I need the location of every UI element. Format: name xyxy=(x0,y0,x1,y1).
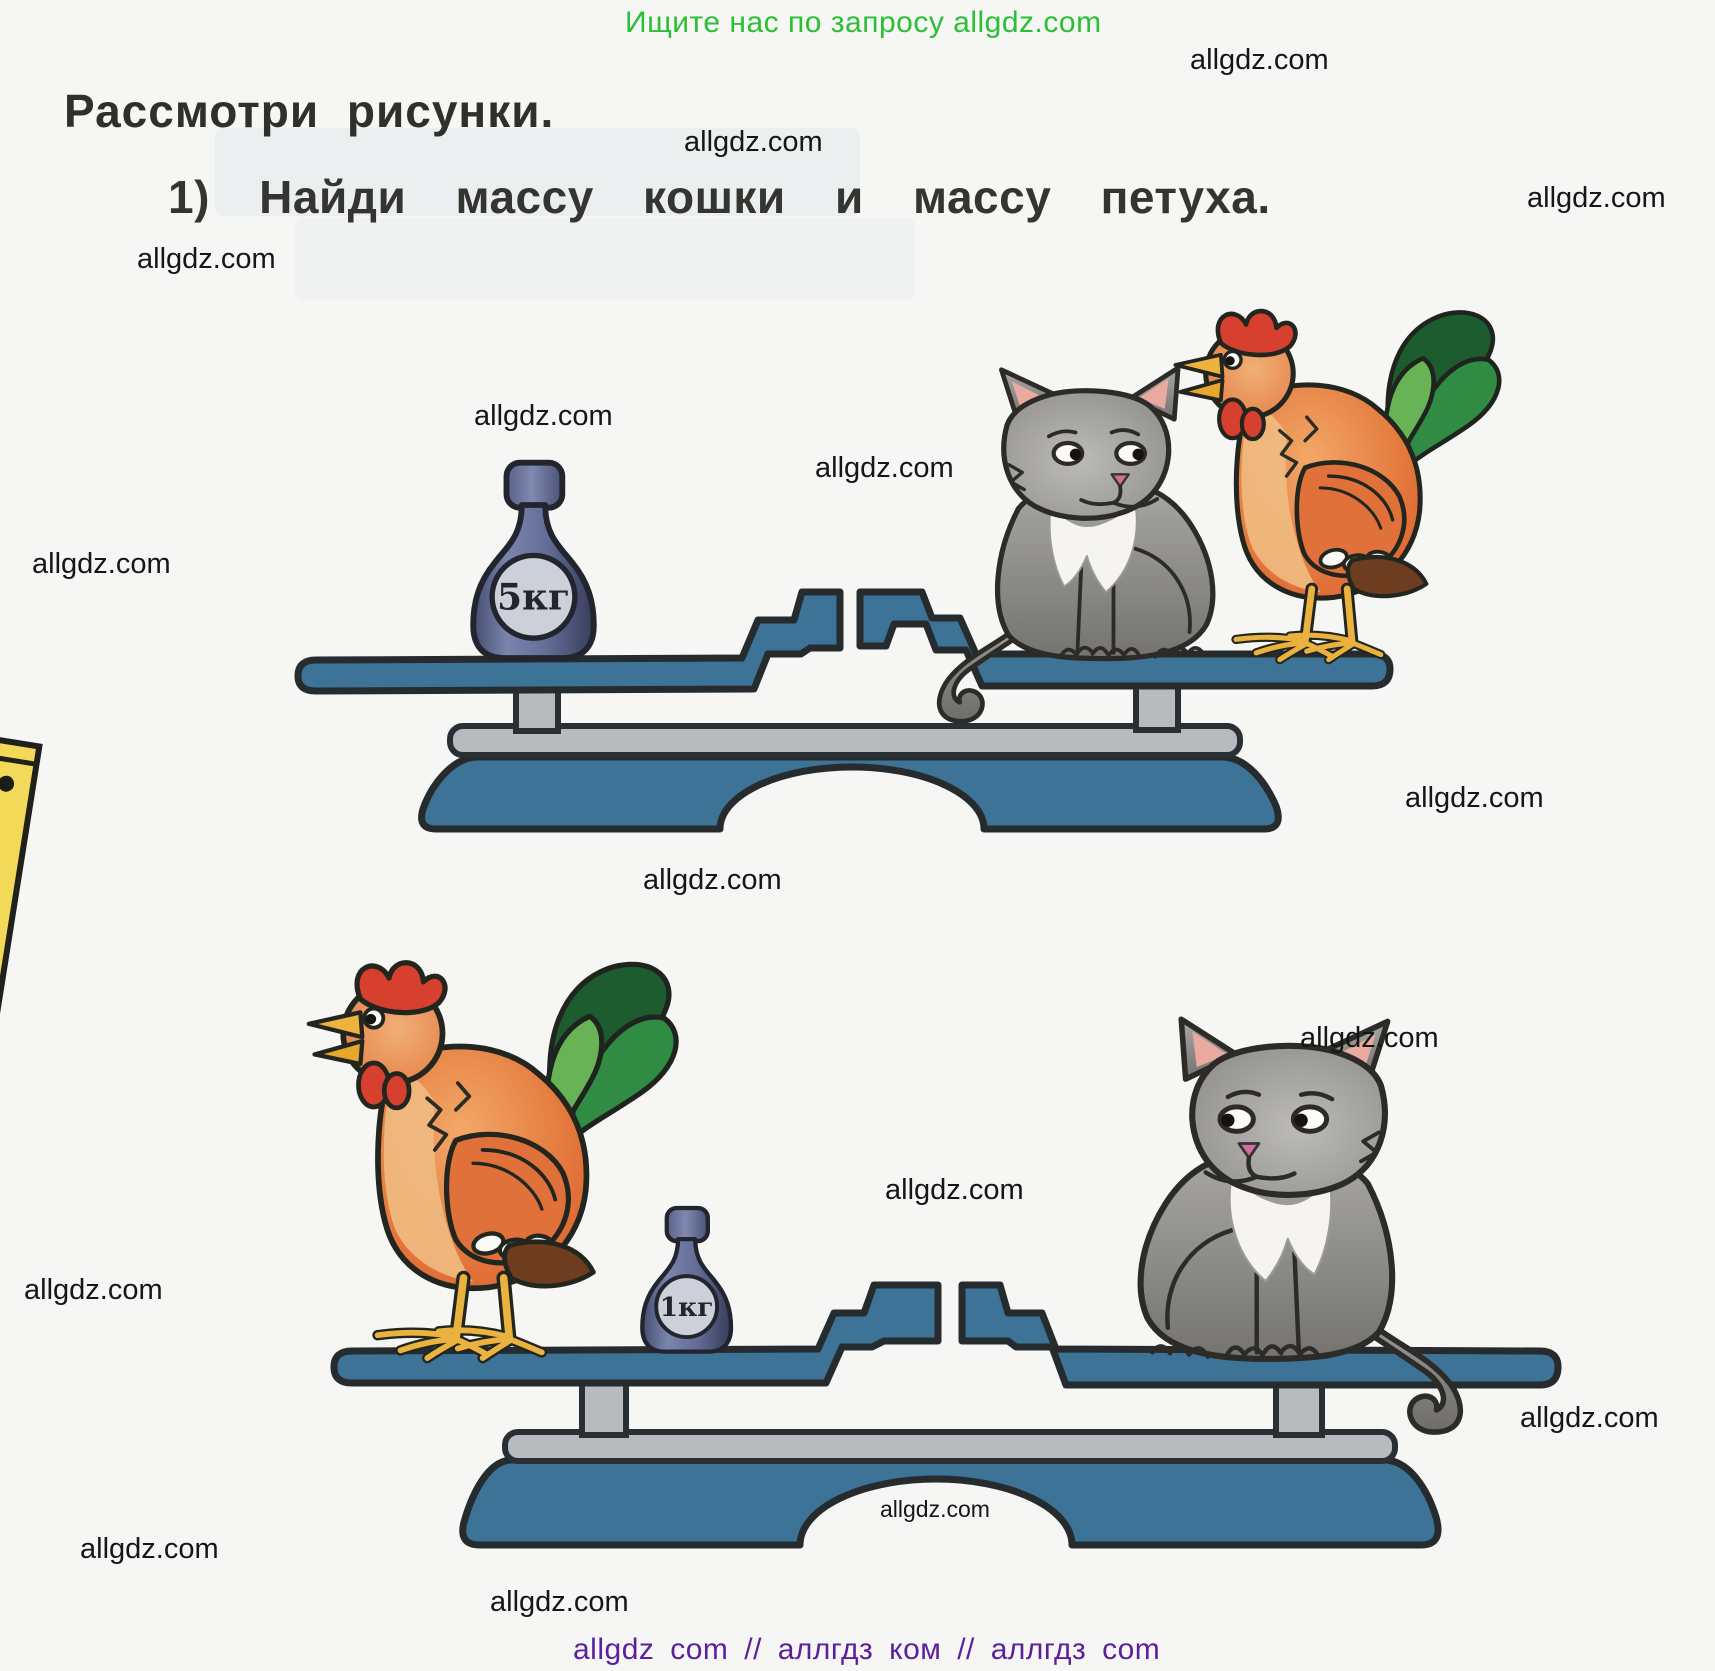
left-pan xyxy=(294,588,844,695)
weight-1kg-label: 1кг xyxy=(660,1292,714,1323)
ruler-icon xyxy=(0,734,43,1057)
watermark: allgdz.com xyxy=(80,1533,219,1565)
pan-support xyxy=(1273,1382,1325,1438)
watermark: allgdz.com xyxy=(815,452,954,484)
watermark: allgdz.com xyxy=(490,1586,629,1618)
watermark: allgdz.com xyxy=(137,243,276,275)
watermark: allgdz.com xyxy=(880,1496,990,1522)
watermark: allgdz.com xyxy=(885,1174,1024,1206)
watermark: allgdz.com xyxy=(32,548,171,580)
task-text: 1) Найди массу кошки и массу петуха. xyxy=(168,171,1271,223)
weight-5kg-label: 5кг xyxy=(497,576,570,618)
scale-base xyxy=(459,1456,1442,1549)
balance-scale-1: 5кг xyxy=(294,311,1499,833)
scale-beam xyxy=(502,1429,1398,1464)
scale-beam xyxy=(447,723,1243,758)
watermark: allgdz.com xyxy=(1300,1022,1439,1054)
watermark: allgdz.com xyxy=(1520,1402,1659,1434)
pan-support xyxy=(1133,681,1181,733)
pan-support xyxy=(513,686,561,734)
pan-support xyxy=(579,1378,629,1438)
watermark: allgdz.com xyxy=(643,864,782,896)
watermark: allgdz.com xyxy=(1405,782,1544,814)
balance-scale-2: 1кг xyxy=(309,963,1562,1549)
rooster-illustration xyxy=(309,963,676,1358)
weight-1kg: 1кг xyxy=(642,1208,731,1352)
weight-5kg: 5кг xyxy=(473,463,594,658)
watermark: allgdz.com xyxy=(474,400,613,432)
scale-base xyxy=(418,753,1282,833)
page-title: Рассмотри рисунки. xyxy=(64,85,555,137)
watermark: allgdz.com xyxy=(1527,182,1666,214)
watermark: allgdz.com xyxy=(684,126,823,158)
footer-watermark-line: allgdz com // аллгдз ком // аллгдз com xyxy=(573,1633,1161,1666)
watermark: allgdz.com xyxy=(1190,44,1329,76)
watermark: allgdz.com xyxy=(24,1274,163,1306)
rooster-illustration xyxy=(1175,311,1499,660)
top-banner-text: Ищите нас по запросу allgdz.com xyxy=(625,6,1102,39)
